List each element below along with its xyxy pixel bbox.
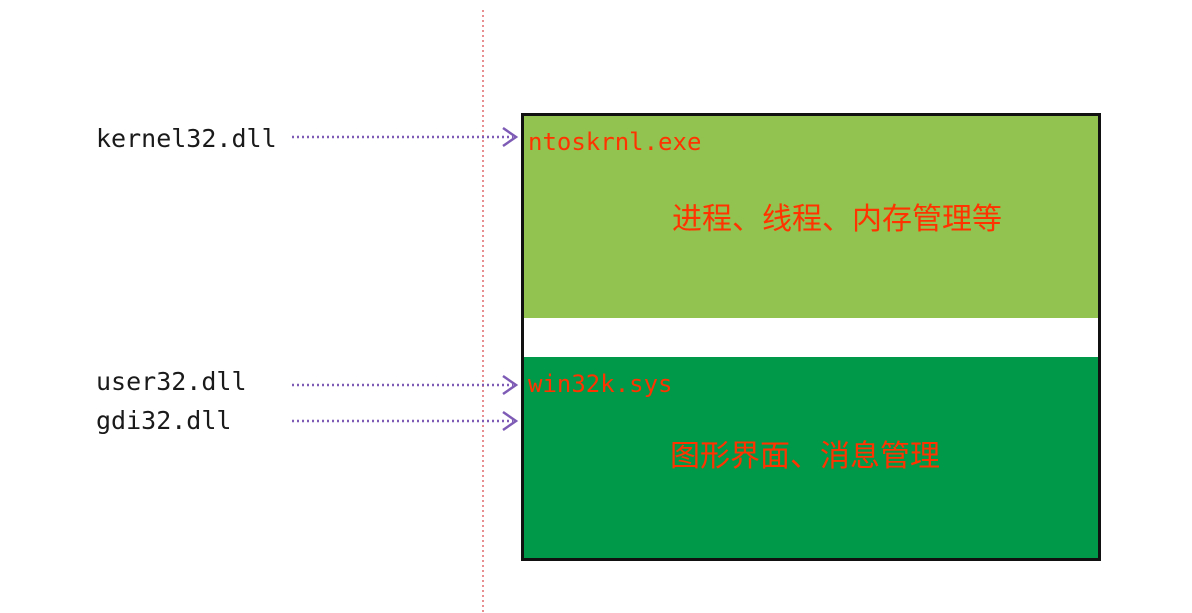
arrow-gdi32-to-win32k [292,410,519,432]
kernel-components-box: ntoskrnl.exe 进程、线程、内存管理等 win32k.sys 图形界面… [521,113,1101,561]
kernel32-dll-label: kernel32.dll [96,124,277,153]
arrow-head-icon [502,374,519,396]
win32k-region: win32k.sys 图形界面、消息管理 [524,357,1098,558]
ntoskrnl-region: ntoskrnl.exe 进程、线程、内存管理等 [524,116,1098,318]
ntoskrnl-name: ntoskrnl.exe [528,128,702,156]
arrow-head-icon [502,410,519,432]
ntoskrnl-description: 进程、线程、内存管理等 [672,202,1002,237]
user32-dll-label: user32.dll [96,367,247,396]
gdi32-dll-label: gdi32.dll [96,406,232,435]
win32k-name: win32k.sys [528,370,673,398]
arrow-head-icon [502,126,519,148]
arrow-kernel32-to-ntoskrnl [292,126,519,148]
win32k-description: 图形界面、消息管理 [670,439,940,474]
arrow-user32-to-win32k [292,374,519,396]
